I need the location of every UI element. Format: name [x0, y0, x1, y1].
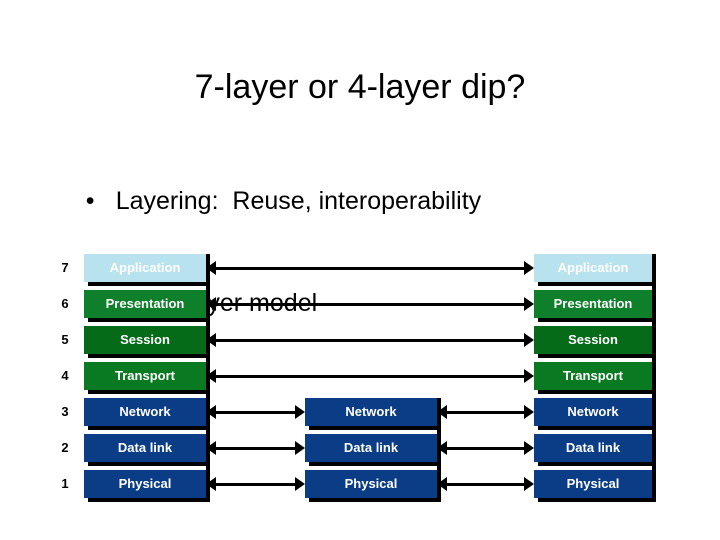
layer-number: 4	[61, 368, 69, 383]
arrow-head-left-icon	[437, 477, 447, 491]
arrow-head-left-icon	[206, 333, 216, 347]
layer-box-left-application: Application	[84, 254, 206, 282]
diagram-row-data-link: 2 Data link Data link Data link	[0, 434, 720, 470]
bullet-text: Layering: Reuse, interoperability	[115, 187, 482, 215]
arrow-line	[445, 447, 526, 450]
layer-number: 6	[61, 296, 69, 311]
arrow-head-left-icon	[437, 441, 447, 455]
arrow-line	[445, 483, 526, 486]
layer-number: 2	[61, 440, 69, 455]
arrow-head-right-icon	[295, 405, 305, 419]
layer-box-middle-data-link: Data link	[305, 434, 437, 462]
arrow-head-left-icon	[437, 405, 447, 419]
arrow-end-to-end-transport	[206, 362, 534, 390]
arrow-head-right-icon	[295, 441, 305, 455]
arrow-head-left-icon	[206, 369, 216, 383]
layer-box-right-presentation: Presentation	[534, 290, 652, 318]
layer-number: 3	[61, 404, 69, 419]
stack-riser-left	[206, 254, 210, 498]
layer-box-right-session: Session	[534, 326, 652, 354]
layer-box-left-session: Session	[84, 326, 206, 354]
arrow-hop-right-data-link	[437, 434, 534, 462]
arrow-head-right-icon	[524, 333, 534, 347]
layer-box-left-data-link: Data link	[84, 434, 206, 462]
arrow-line	[214, 483, 297, 486]
diagram-row-session: 5 Session Session	[0, 326, 720, 362]
layer-box-left-presentation: Presentation	[84, 290, 206, 318]
arrow-head-left-icon	[206, 441, 216, 455]
arrow-hop-left-data-link	[206, 434, 305, 462]
layer-box-right-data-link: Data link	[534, 434, 652, 462]
layer-box-right-network: Network	[534, 398, 652, 426]
arrow-head-right-icon	[524, 441, 534, 455]
diagram-row-presentation: 6 Presentation Presentation	[0, 290, 720, 326]
arrow-end-to-end-application	[206, 254, 534, 282]
arrow-head-left-icon	[206, 477, 216, 491]
arrow-line	[214, 267, 526, 270]
layer-box-middle-network: Network	[305, 398, 437, 426]
layer-box-right-physical: Physical	[534, 470, 652, 498]
layer-box-right-application: Application	[534, 254, 652, 282]
arrow-line	[214, 447, 297, 450]
list-item: • Layering: Reuse, interoperability	[44, 150, 684, 252]
arrow-hop-left-physical	[206, 470, 305, 498]
arrow-line	[445, 411, 526, 414]
arrow-line	[214, 411, 297, 414]
stack-riser-right	[652, 254, 656, 498]
arrow-head-right-icon	[295, 477, 305, 491]
page-title: 7-layer or 4-layer dip?	[194, 68, 526, 106]
arrow-line	[214, 375, 526, 378]
arrow-end-to-end-presentation	[206, 290, 534, 318]
arrow-head-right-icon	[524, 297, 534, 311]
layer-box-middle-physical: Physical	[305, 470, 437, 498]
arrow-head-right-icon	[524, 477, 534, 491]
arrow-head-right-icon	[524, 261, 534, 275]
arrow-head-right-icon	[524, 369, 534, 383]
layer-number: 5	[61, 332, 69, 347]
layer-box-left-physical: Physical	[84, 470, 206, 498]
arrow-head-left-icon	[206, 297, 216, 311]
arrow-hop-right-network	[437, 398, 534, 426]
arrow-head-left-icon	[206, 405, 216, 419]
arrow-end-to-end-session	[206, 326, 534, 354]
arrow-line	[214, 339, 526, 342]
diagram-row-application: 7 Application Application	[0, 254, 720, 290]
osi-layer-diagram: 7 Application Application 6 Presentation…	[0, 248, 720, 518]
arrow-line	[214, 303, 526, 306]
layer-box-left-transport: Transport	[84, 362, 206, 390]
arrow-hop-left-network	[206, 398, 305, 426]
arrow-head-left-icon	[206, 261, 216, 275]
layer-number: 1	[61, 476, 69, 491]
bullet-marker: •	[85, 187, 95, 215]
diagram-row-network: 3 Network Network Network	[0, 398, 720, 434]
arrow-hop-right-physical	[437, 470, 534, 498]
layer-number: 7	[61, 260, 69, 275]
layer-box-right-transport: Transport	[534, 362, 652, 390]
diagram-row-physical: 1 Physical Physical Physical	[0, 470, 720, 506]
diagram-row-transport: 4 Transport Transport	[0, 362, 720, 398]
layer-box-left-network: Network	[84, 398, 206, 426]
arrow-head-right-icon	[524, 405, 534, 419]
stack-riser-middle	[437, 398, 441, 498]
